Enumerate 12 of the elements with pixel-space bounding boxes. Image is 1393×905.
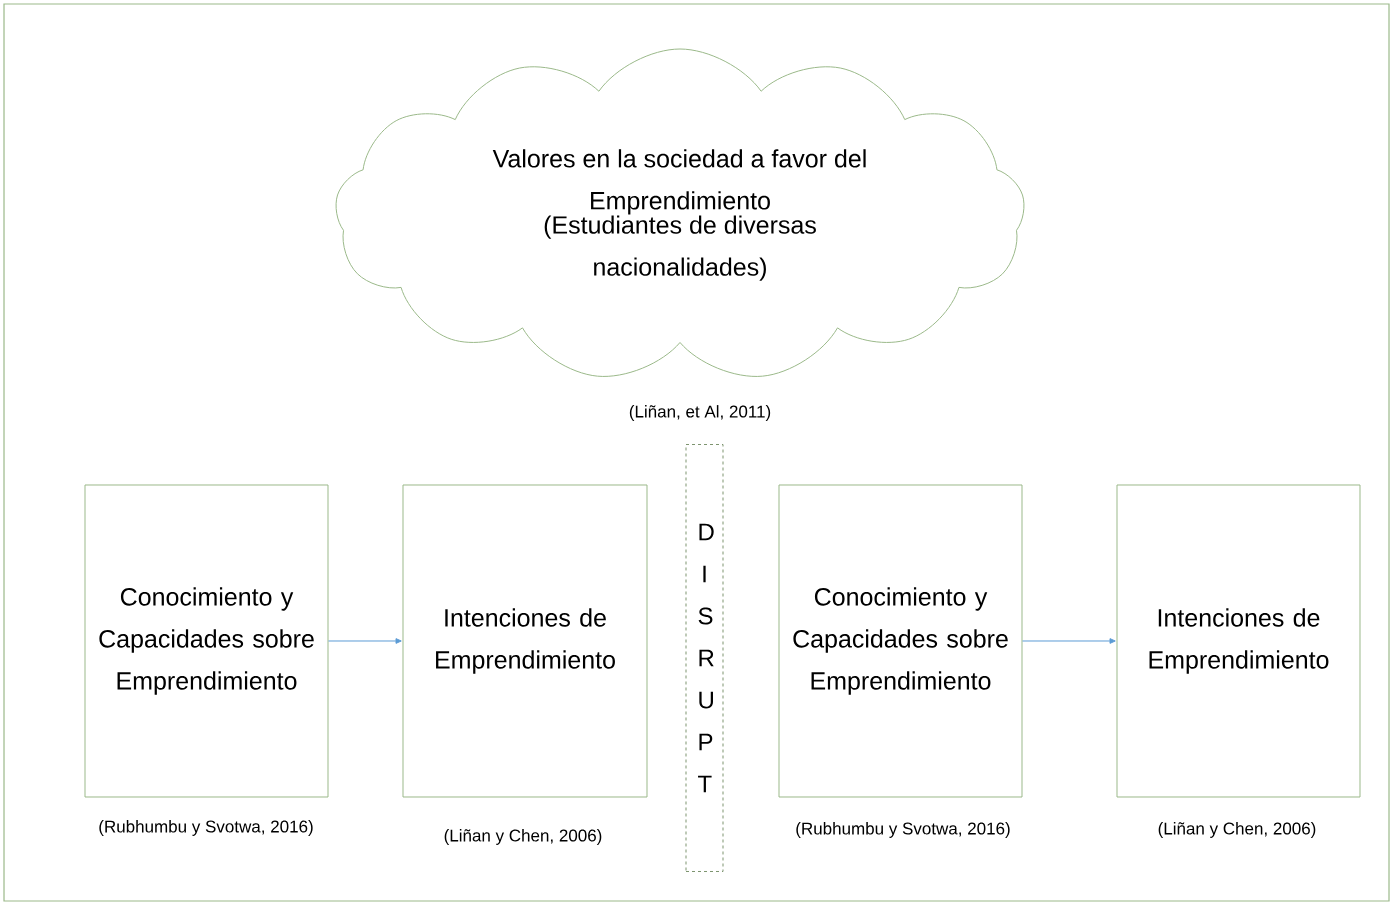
- citation: (Liñan y Chen, 2006): [444, 829, 602, 845]
- citation: (Rubhumbu y Svotwa, 2016): [99, 820, 313, 836]
- arrow: [328, 638, 402, 644]
- concept-box: Conocimiento y Capacidades sobre Emprendimiento: [84, 484, 329, 798]
- concept-box: Intenciones de Emprendimiento: [402, 484, 648, 798]
- concept-box: Conocimiento y Capacidades sobre Emprendimiento: [778, 484, 1023, 798]
- citation: (Liñan y Chen, 2006): [1158, 822, 1316, 838]
- arrow: [1022, 638, 1116, 644]
- citation: (Liñan, et Al, 2011): [629, 405, 771, 421]
- citation: (Rubhumbu y Svotwa, 2016): [796, 822, 1010, 838]
- dashed-bar: DISRUPT: [685, 444, 724, 872]
- concept-box: Intenciones de Emprendimiento: [1116, 484, 1361, 798]
